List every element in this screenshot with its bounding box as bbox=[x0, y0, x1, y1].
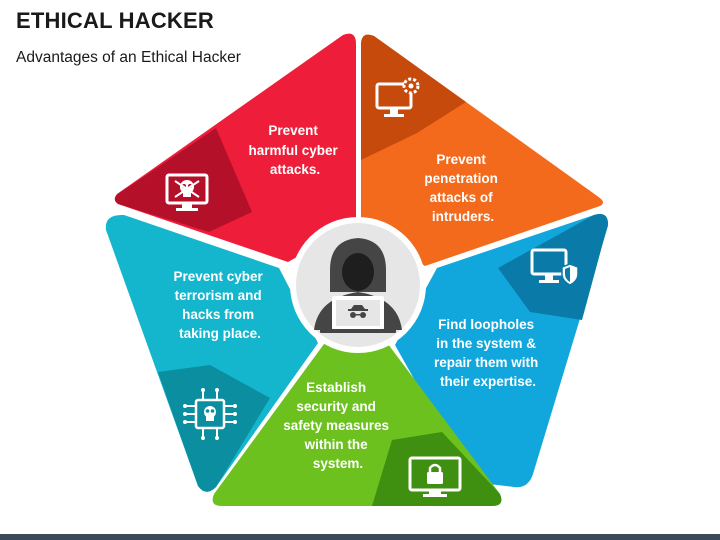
segment-orange-corner bbox=[361, 34, 466, 160]
skull-monitor-icon bbox=[165, 173, 209, 211]
segment-blue-line-3: repair them with bbox=[434, 355, 538, 370]
segment-cyan-shape bbox=[105, 214, 319, 492]
segment-blue-line-4: their expertise. bbox=[440, 374, 536, 389]
segment-orange-line-3: attacks of bbox=[430, 190, 494, 205]
monitor-shield-icon bbox=[530, 248, 579, 286]
monitor-gear-icon bbox=[375, 77, 420, 117]
segment-orange-line-1: Prevent bbox=[436, 152, 486, 167]
segment-orange: Prevent penetration attacks of intruders… bbox=[361, 34, 603, 267]
segment-blue: Find loopholes in the system & repair th… bbox=[395, 214, 608, 488]
segment-red-line-1: Prevent bbox=[268, 123, 318, 138]
segment-orange-line-4: intruders. bbox=[432, 209, 494, 224]
segment-cyan-line-1: Prevent cyber bbox=[173, 269, 263, 284]
segment-green-corner bbox=[372, 432, 502, 506]
segment-green-line-1: Establish bbox=[306, 380, 366, 395]
skull-chip-icon bbox=[183, 388, 237, 440]
page-subtitle: Advantages of an Ethical Hacker bbox=[16, 49, 241, 66]
segment-cyan-text: Prevent cyber terrorism and hacks from t… bbox=[173, 269, 266, 341]
segment-orange-text: Prevent penetration attacks of intruders… bbox=[424, 152, 501, 224]
segment-blue-line-1: Find loopholes bbox=[438, 317, 534, 332]
segment-blue-text: Find loopholes in the system & repair th… bbox=[434, 317, 542, 389]
segment-orange-line-2: penetration bbox=[424, 171, 498, 186]
segment-green-line-4: within the bbox=[304, 437, 368, 452]
segment-cyan-line-4: taking place. bbox=[179, 326, 261, 341]
segment-red-line-2: harmful cyber bbox=[248, 143, 338, 158]
page-title: ETHICAL HACKER bbox=[16, 8, 214, 33]
monitor-lock-icon bbox=[408, 456, 462, 497]
segment-green-text: Establish security and safety measures w… bbox=[283, 380, 393, 471]
segment-red-text: Prevent harmful cyber attacks. bbox=[248, 123, 341, 177]
segment-cyan: Prevent cyber terrorism and hacks from t… bbox=[105, 214, 319, 492]
segment-blue-line-2: in the system & bbox=[436, 336, 536, 351]
segment-red: Prevent harmful cyber attacks. bbox=[114, 33, 357, 263]
segment-green-line-2: security and bbox=[296, 399, 376, 414]
hooded-hacker-icon bbox=[314, 238, 402, 333]
bottom-bar bbox=[0, 534, 720, 540]
center-hub bbox=[290, 217, 426, 353]
segment-blue-corner bbox=[498, 214, 608, 320]
segment-red-corner bbox=[115, 128, 252, 232]
segment-green: Establish security and safety measures w… bbox=[212, 344, 502, 506]
segment-green-line-5: system. bbox=[313, 456, 363, 471]
segment-red-line-3: attacks. bbox=[270, 162, 320, 177]
segment-cyan-line-3: hacks from bbox=[182, 307, 254, 322]
segment-green-line-3: safety measures bbox=[283, 418, 389, 433]
segment-cyan-line-2: terrorism and bbox=[175, 288, 262, 303]
